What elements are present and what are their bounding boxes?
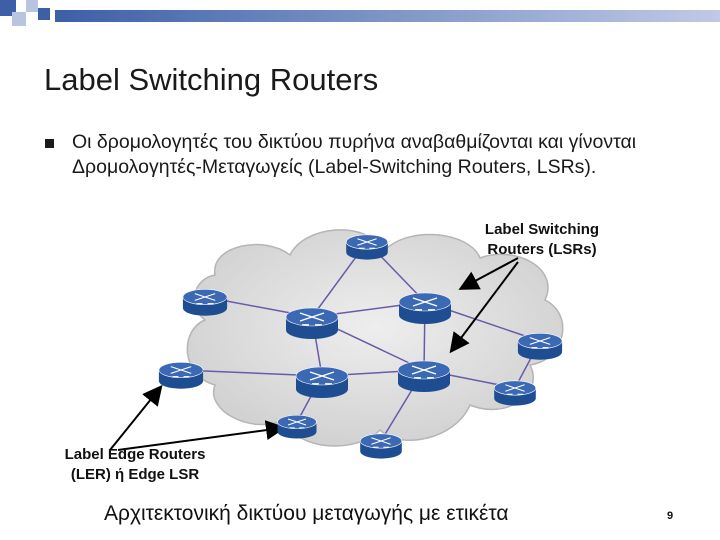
- router-icon: [345, 234, 389, 260]
- router-icon: [359, 433, 403, 459]
- lsr-arrow: [458, 257, 519, 290]
- lsr-label-line2: Routers (LSRs): [487, 241, 597, 258]
- router-icon: [285, 307, 339, 339]
- router-icon: [493, 380, 537, 406]
- header-square-dark-2: [38, 8, 50, 20]
- router-icon: [277, 414, 317, 439]
- ler-label: Label Edge Routers (LER) ή Edge LSR: [40, 445, 230, 485]
- router-icon: [295, 366, 349, 398]
- slide-title: Label Switching Routers: [44, 62, 379, 97]
- page-number: 9: [667, 510, 674, 522]
- network-cloud: [186, 229, 564, 447]
- router-icon: [397, 360, 451, 392]
- ler-arrow: [109, 384, 163, 451]
- router-icon: [517, 333, 563, 360]
- router-icon: [158, 362, 204, 389]
- bullet-square-icon: [45, 139, 54, 148]
- annotation-arrows: [109, 257, 519, 451]
- bullet-text: Οι δρομολογητές του δικτύου πυρήνα αναβα…: [72, 131, 637, 178]
- router-icon: [398, 292, 452, 324]
- ler-label-line2: (LER) ή Edge LSR: [70, 466, 200, 483]
- header-square-light: [12, 12, 26, 26]
- lsr-label: Label Switching Routers (LSRs): [462, 220, 622, 260]
- header-gradient-bar: [55, 10, 720, 22]
- lsr-label-line1: Label Switching: [484, 221, 600, 238]
- router-icon: [182, 289, 228, 316]
- header-square-light-2: [26, 0, 38, 12]
- lsr-arrow: [449, 261, 519, 354]
- slide-footer: Αρχιτεκτονική δικτύου μεταγωγής με ετικέ…: [104, 502, 509, 525]
- ler-label-line1: Label Edge Routers: [64, 446, 206, 463]
- ler-arrow: [117, 420, 286, 451]
